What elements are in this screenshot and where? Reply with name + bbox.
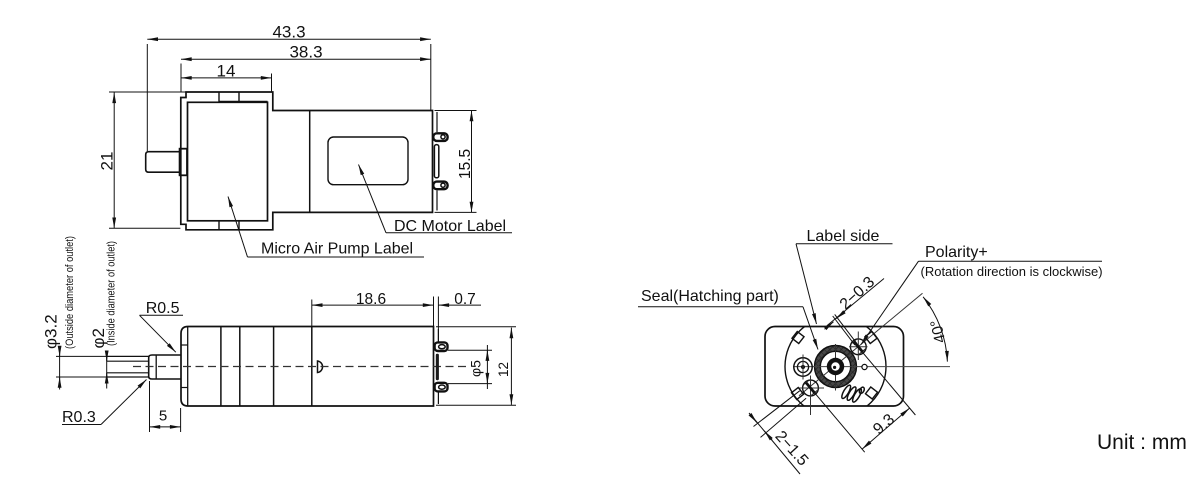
svg-text:Label side: Label side: [807, 228, 880, 245]
svg-text:2−0.3: 2−0.3: [837, 274, 879, 314]
svg-text:40°: 40°: [928, 318, 950, 345]
svg-text:Unit : mm: Unit : mm: [1097, 431, 1187, 454]
svg-text:φ2: φ2: [89, 328, 108, 348]
svg-text:21: 21: [98, 152, 117, 171]
svg-text:φ5: φ5: [468, 360, 484, 377]
svg-text:12: 12: [496, 362, 511, 377]
svg-text:(Inside diameter of outlet): (Inside diameter of outlet): [106, 241, 118, 346]
svg-text:14: 14: [217, 62, 236, 81]
svg-text:Micro Air Pump Label: Micro Air Pump Label: [261, 241, 413, 258]
svg-text:φ3.2: φ3.2: [42, 314, 61, 349]
svg-text:R0.3: R0.3: [62, 409, 96, 426]
svg-text:Polarity+: Polarity+: [925, 244, 988, 261]
svg-text:R0.5: R0.5: [146, 300, 180, 317]
svg-text:Seal(Hatching part): Seal(Hatching part): [641, 288, 779, 305]
svg-text:0.7: 0.7: [454, 291, 476, 308]
svg-text:(Rotation direction is clockwi: (Rotation direction is clockwise): [921, 264, 1103, 279]
svg-text:38.3: 38.3: [289, 43, 322, 62]
svg-text:9.3: 9.3: [870, 411, 898, 438]
svg-text:5: 5: [159, 408, 167, 425]
svg-text:18.6: 18.6: [356, 291, 386, 308]
svg-text:15.5: 15.5: [457, 149, 474, 179]
svg-text:DC Motor Label: DC Motor Label: [394, 218, 506, 235]
svg-text:43.3: 43.3: [272, 23, 305, 42]
svg-text:(Outside diameter of outlet): (Outside diameter of outlet): [64, 236, 76, 349]
